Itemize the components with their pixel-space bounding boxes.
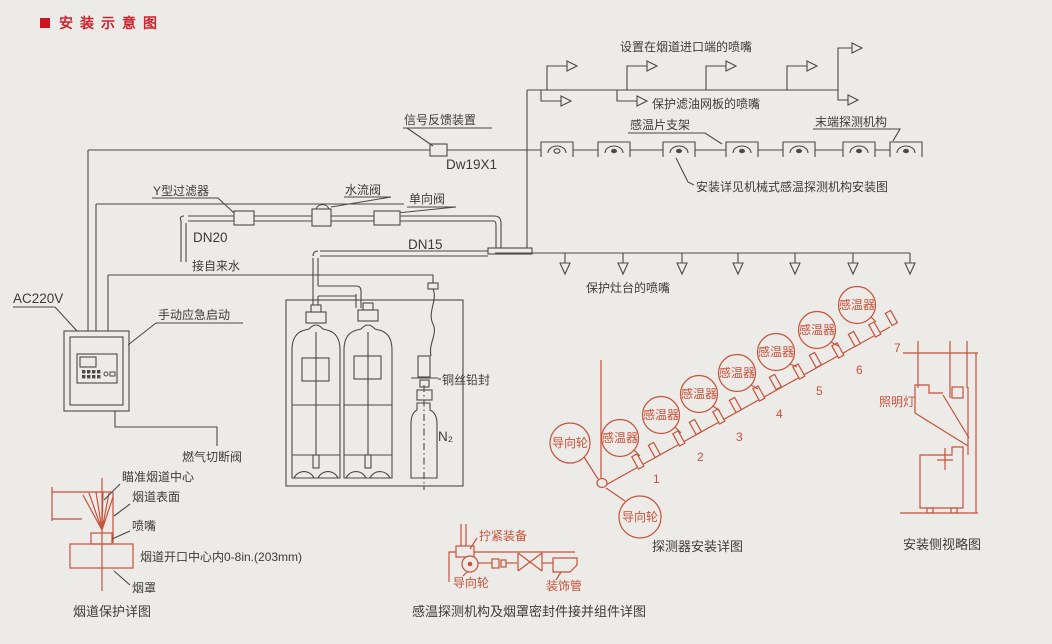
check-valve bbox=[373, 210, 401, 226]
assembly-detail-caption: 感温探测机构及烟罩密封件接并组件详图 bbox=[412, 604, 646, 619]
sensor-label: 感温器 bbox=[758, 344, 794, 359]
cylinder-label-plate bbox=[353, 355, 382, 380]
y-filter-label: Y型过滤器 bbox=[153, 184, 209, 198]
inlet-nozzles-label: 设置在烟道进口端的喷嘴 bbox=[620, 39, 752, 54]
sensor-label: 感温器 bbox=[643, 407, 679, 422]
sensor-bracket-label: 感温片支架 bbox=[630, 117, 690, 132]
red-square-bullet-icon bbox=[40, 18, 50, 28]
dn15-label: DN15 bbox=[408, 237, 443, 252]
pipe-code-label: Dw19X1 bbox=[446, 157, 497, 172]
water-flow-valve-dome bbox=[315, 204, 330, 210]
page-header: 安装示意图 bbox=[40, 13, 164, 33]
water-flow-valve-label: 水流阀 bbox=[345, 183, 381, 197]
manual-start-label: 手动应急启动 bbox=[158, 307, 230, 322]
assembly-guide-wheel-label: 导向轮 bbox=[453, 575, 489, 590]
gas-shutoff-label: 燃气切断阀 bbox=[182, 449, 242, 464]
position-number: 7 bbox=[894, 341, 901, 355]
panel-display bbox=[79, 356, 97, 368]
n2-pilot-cylinder: 铜丝铅封 N₂ bbox=[108, 274, 490, 490]
guide-wheel-top bbox=[549, 422, 591, 464]
y-filter bbox=[233, 210, 255, 226]
position-number: 1 bbox=[653, 472, 660, 486]
nozzle-label: 喷嘴 bbox=[132, 519, 156, 533]
turnbuckle-link bbox=[517, 552, 543, 572]
page-title: 安装示意图 bbox=[59, 15, 164, 31]
lamp-label: 照明灯 bbox=[879, 395, 915, 409]
panel-faceplate bbox=[76, 353, 118, 384]
mechanical-detectors bbox=[540, 141, 923, 157]
opening-label: 烟道开口中心内0-8in.(203mm) bbox=[140, 549, 302, 564]
side-view-caption: 安装侧视略图 bbox=[903, 537, 981, 552]
duct-hood-box bbox=[69, 543, 134, 569]
detection-line: 信号反馈装置 Dw19X1 感温片支架 末端探测机构 安装详见机械式感温探测机构… bbox=[88, 113, 923, 194]
cylinder-cabinet: 铜丝铅封 N₂ bbox=[108, 274, 490, 490]
cable-junction-node bbox=[596, 477, 608, 489]
duct-surface-label: 烟道表面 bbox=[132, 490, 180, 504]
guide-wheel-top-label: 导向轮 bbox=[552, 435, 588, 450]
end-detector-label: 末端探测机构 bbox=[815, 114, 887, 129]
position-number: 3 bbox=[736, 430, 743, 444]
signal-feedback-device bbox=[429, 143, 448, 157]
control-panel: AC220V 手动应急启动 燃气切断阀 bbox=[13, 150, 243, 464]
duct-protection-detail: 瞄准烟道中心 烟道表面 喷嘴 烟道开口中心内0-8in.(203mm) 烟罩 烟… bbox=[51, 469, 302, 619]
check-valve-label: 单向阀 bbox=[409, 191, 445, 206]
signal-feedback-label: 信号反馈装置 bbox=[404, 113, 476, 127]
detector-position-numbers: 1 2 3 4 5 6 7 bbox=[653, 341, 901, 486]
install-note-label: 安装详见机械式感温探测机构安装图 bbox=[696, 179, 888, 194]
duct-detail-caption: 烟道保护详图 bbox=[73, 604, 151, 619]
aim-center-label: 瞄准烟道中心 bbox=[122, 469, 194, 484]
installation-side-view: 照明灯 安装侧视略图 bbox=[879, 341, 981, 552]
tighten-label: 拧紧装备 bbox=[479, 529, 527, 543]
agent-cylinder-2 bbox=[343, 302, 393, 479]
guide-wheel-bottom-label: 导向轮 bbox=[622, 509, 658, 524]
position-number: 4 bbox=[776, 407, 783, 421]
tightening-coupling bbox=[455, 545, 475, 558]
hood-seal-assembly-detail: 拧紧装备 导向轮 装饰管 感温探测机构及烟罩密封件接并组件详图 bbox=[412, 524, 646, 619]
position-number: 6 bbox=[856, 363, 863, 377]
temperature-sensors: 感温器 感温器 感温器 感温器 感温器 感温器 感温器 bbox=[600, 285, 877, 458]
decorative-pipe bbox=[552, 557, 578, 573]
detector-brackets bbox=[630, 309, 899, 470]
tap-water-label: 接自来水 bbox=[192, 258, 240, 273]
cylinder-label-plate bbox=[301, 357, 330, 382]
position-number: 2 bbox=[697, 450, 704, 464]
water-flow-valve bbox=[311, 208, 332, 227]
deco-pipe-label: 装饰管 bbox=[546, 578, 582, 593]
stove-nozzle-manifold: DN15 保护灶台的喷嘴 bbox=[312, 237, 916, 295]
sensor-label: 感温器 bbox=[681, 386, 717, 401]
agent-cylinder-1 bbox=[291, 304, 341, 479]
sensor-label: 感温器 bbox=[799, 322, 835, 337]
guide-wheel-bottom bbox=[618, 495, 662, 539]
detector-installation-diagram: 导向轮 导向轮 感温器 感温器 感温器 感温器 感温器 感温器 感温器 1 bbox=[549, 285, 901, 554]
dn20-label: DN20 bbox=[193, 230, 228, 245]
sensor-label: 感温器 bbox=[719, 365, 755, 380]
position-number: 5 bbox=[816, 384, 823, 398]
filter-plate-nozzles-label: 保护滤油网板的喷嘴 bbox=[652, 96, 760, 111]
hood-label: 烟罩 bbox=[132, 581, 156, 595]
power-label: AC220V bbox=[13, 291, 63, 306]
panel-keypad bbox=[82, 370, 116, 379]
stove-nozzles-label: 保护灶台的喷嘴 bbox=[586, 280, 670, 295]
water-supply-pipe: DN20 接自来水 Y型过滤器 水流阀 单向阀 bbox=[96, 183, 533, 273]
sensor-label: 感温器 bbox=[839, 297, 875, 312]
detector-diagram-caption: 探测器安装详图 bbox=[652, 539, 743, 554]
inlet-nozzle-manifold: 设置在烟道进口端的喷嘴 保护滤油网板的喷嘴 bbox=[526, 39, 864, 253]
sensor-label: 感温器 bbox=[602, 430, 638, 445]
copper-seal-label: 铜丝铅封 bbox=[442, 372, 490, 387]
n2-label: N₂ bbox=[438, 429, 453, 444]
